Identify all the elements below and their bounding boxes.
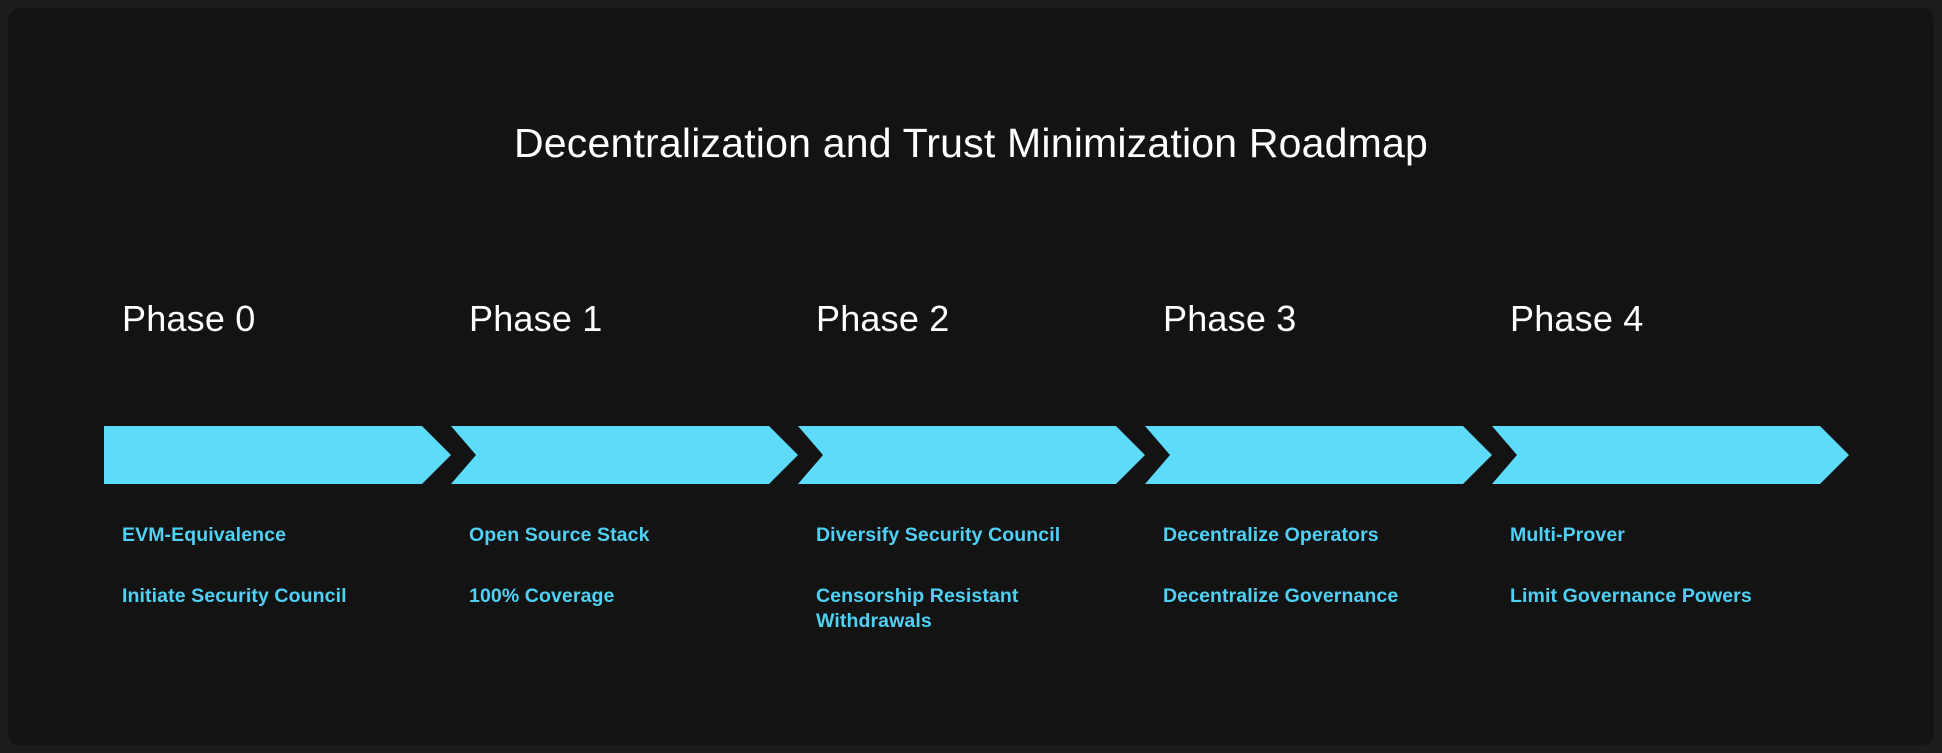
phase-item: Censorship Resistant Withdrawals	[816, 585, 1019, 632]
phase-arrow-3	[1145, 426, 1492, 484]
phase-column-0: Phase 0 EVM-Equivalence Initiate Securit…	[104, 298, 451, 698]
phase-item-list-2: Diversify Security Council Censorship Re…	[816, 523, 1086, 670]
phase-column-2: Phase 2 Diversify Security Council Censo…	[798, 298, 1145, 698]
phase-heading-0: Phase 0	[122, 298, 256, 339]
phase-item-list-4: Multi-Prover Limit Governance Powers	[1510, 523, 1840, 645]
phase-item: EVM-Equivalence	[122, 524, 287, 546]
phase-arrow-0	[104, 426, 451, 484]
phase-item: Diversify Security Council	[816, 524, 1061, 546]
phase-arrow-band	[104, 426, 1849, 484]
phase-item: Multi-Prover	[1510, 524, 1625, 546]
phase-item-list-3: Decentralize Operators Decentralize Gove…	[1163, 523, 1493, 645]
phase-item: 100% Coverage	[469, 585, 615, 607]
phase-arrow-1	[451, 426, 798, 484]
phase-arrow-4	[1492, 426, 1849, 484]
phase-heading-3: Phase 3	[1163, 298, 1297, 339]
phase-item-list-0: EVM-Equivalence Initiate Security Counci…	[122, 523, 452, 645]
page-title: Decentralization and Trust Minimization …	[513, 120, 1429, 166]
phase-columns: Phase 0 EVM-Equivalence Initiate Securit…	[104, 298, 1849, 698]
roadmap-card: Decentralization and Trust Minimization …	[8, 8, 1934, 745]
phase-item: Open Source Stack	[469, 524, 650, 546]
phase-heading-4: Phase 4	[1510, 298, 1644, 339]
phase-item: Initiate Security Council	[122, 585, 347, 607]
phase-arrow-2	[798, 426, 1145, 484]
phase-item: Decentralize Governance	[1163, 585, 1399, 607]
phase-item: Limit Governance Powers	[1510, 585, 1752, 607]
phase-item-list-1: Open Source Stack 100% Coverage	[469, 523, 799, 645]
phase-heading-1: Phase 1	[469, 298, 603, 339]
phase-column-3: Phase 3 Decentralize Operators Decentral…	[1145, 298, 1492, 698]
phase-heading-2: Phase 2	[816, 298, 950, 339]
phase-column-1: Phase 1 Open Source Stack 100% Coverage	[451, 298, 798, 698]
phase-column-4: Phase 4 Multi-Prover Limit Governance Po…	[1492, 298, 1839, 698]
phase-item: Decentralize Operators	[1163, 524, 1379, 546]
